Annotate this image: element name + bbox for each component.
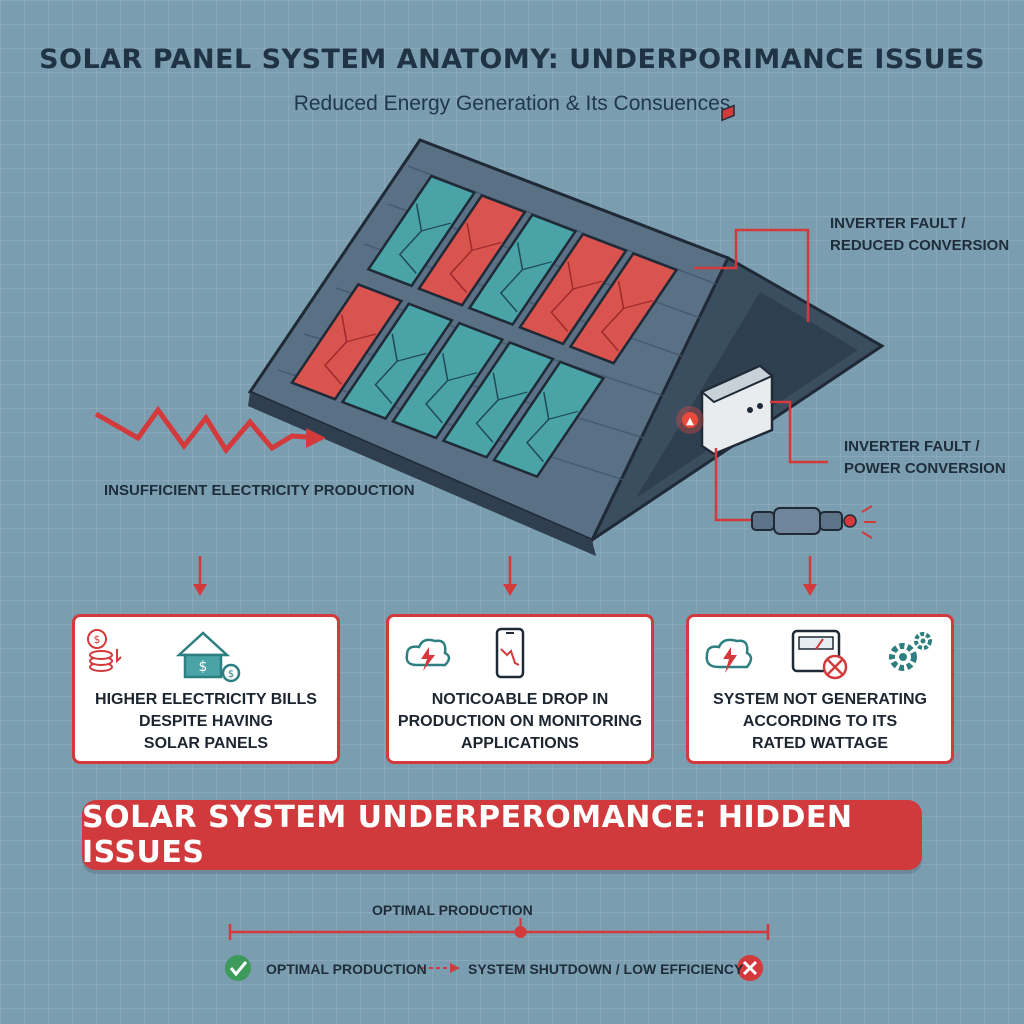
callout-line: INVERTER FAULT / (830, 215, 966, 232)
check-icon (225, 955, 251, 981)
card-icons (705, 629, 932, 680)
warning-glow-icon: ▲ (676, 406, 704, 434)
panel-crack (421, 222, 451, 232)
issue-card-monitoring: NOTICOABLE DROP IN PRODUCTION ON MONITOR… (386, 614, 654, 764)
card-text: SYSTEM NOT GENERATING ACCORDING TO ITS R… (697, 689, 943, 755)
svg-text:$: $ (199, 659, 208, 675)
scale-right-label: SYSTEM SHUTDOWN / LOW EFFICIENCY (468, 961, 744, 977)
meter-icon (791, 629, 848, 680)
card-icons: $ $ $ (87, 629, 241, 683)
card-line: RATED WATTAGE (752, 735, 888, 752)
svg-text:$: $ (228, 669, 234, 680)
panel-crack (475, 372, 499, 443)
panel-crack (522, 261, 552, 271)
card-line: NOTICOABLE DROP IN (431, 691, 609, 708)
issue-card-wattage: SYSTEM NOT GENERATING ACCORDING TO ITS R… (686, 614, 954, 764)
banner-text: SOLAR SYSTEM UNDERPEROMANCE: HIDDEN ISSU… (82, 800, 853, 870)
page-subtitle: Reduced Energy Generation & Its Consuenc… (293, 92, 731, 115)
card-line: DESPITE HAVING (139, 713, 273, 730)
house-dollar-icon: $ $ (175, 631, 241, 683)
panel-crack (449, 222, 473, 294)
card-text: NOTICOABLE DROP IN PRODUCTION ON MONITOR… (397, 689, 643, 755)
callout-line: INVERTER FAULT / (844, 438, 980, 455)
panel-crack (550, 261, 574, 332)
callout-inverter-power: INVERTER FAULT / POWER CONVERSION (844, 436, 1006, 480)
card-line: SOLAR PANELS (143, 735, 269, 752)
phone-chart-icon (495, 627, 525, 679)
lightning-bolt-icon (94, 405, 323, 455)
card-icons (405, 627, 525, 679)
issue-card-bills: $ $ $ HIGHER ELECTRICITY BILLS DESPITE H… (72, 614, 340, 764)
panel-crack (499, 242, 524, 313)
scale-marker (514, 926, 527, 938)
card-line: APPLICATIONS (461, 735, 579, 752)
card-text: HIGHER ELECTRICITY BILLS DESPITE HAVING … (83, 689, 329, 755)
callout-line: REDUCED CONVERSION (830, 237, 1010, 254)
cable-connector-icon (751, 505, 876, 539)
svg-text:▲: ▲ (686, 416, 694, 427)
down-arrows (193, 556, 817, 596)
x-icon (737, 955, 763, 981)
card-line: ACCORDING TO ITS (742, 713, 898, 730)
panel-crack (398, 203, 423, 274)
panel-crack (346, 333, 377, 343)
inverter-box (700, 104, 774, 456)
panel-crack (498, 391, 528, 401)
callout-insufficient-production: INSUFFICIENT ELECTRICITY PRODUCTION (104, 482, 415, 499)
solar-panel-array (290, 174, 679, 479)
card-line: PRODUCTION ON MONITORING (397, 713, 643, 730)
card-line: SYSTEM NOT GENERATING (713, 691, 927, 708)
callout-line: POWER CONVERSION (844, 460, 1006, 477)
panel-crack (324, 314, 348, 385)
lightning-arrowhead (306, 428, 326, 448)
scale-left-label: OPTIMAL PRODUCTION (266, 961, 427, 977)
callout-leaders (694, 228, 828, 522)
callout-inverter-reduced: INVERTER FAULT / REDUCED CONVERSION (830, 213, 1009, 257)
panel-crack (425, 353, 449, 424)
panel-crack (623, 299, 653, 309)
dashed-arrow-head (450, 963, 460, 973)
cloud-bolt-icon (405, 638, 451, 671)
panel-crack (397, 352, 427, 362)
panel-crack (600, 280, 625, 352)
panel-crack (447, 372, 478, 382)
coin-stack-icon: $ (87, 629, 122, 672)
panel-crack (526, 391, 550, 463)
panel-crack (471, 241, 502, 251)
panel-crack (374, 333, 398, 405)
panel-crack (572, 280, 603, 290)
cloud-bolt-icon (705, 638, 753, 673)
page-title: SOLAR PANEL SYSTEM ANATOMY: UNDERPORIMAN… (39, 44, 985, 75)
roof-edge (248, 392, 596, 556)
card-line: HIGHER ELECTRICITY BILLS (95, 691, 317, 708)
summary-banner: SOLAR SYSTEM UNDERPEROMANCE: HIDDEN ISSU… (82, 800, 922, 870)
svg-text:$: $ (94, 633, 101, 646)
scale-top-label: OPTIMAL PRODUCTION (372, 902, 533, 918)
gears-icon (889, 632, 932, 671)
panel-crack (548, 410, 579, 420)
